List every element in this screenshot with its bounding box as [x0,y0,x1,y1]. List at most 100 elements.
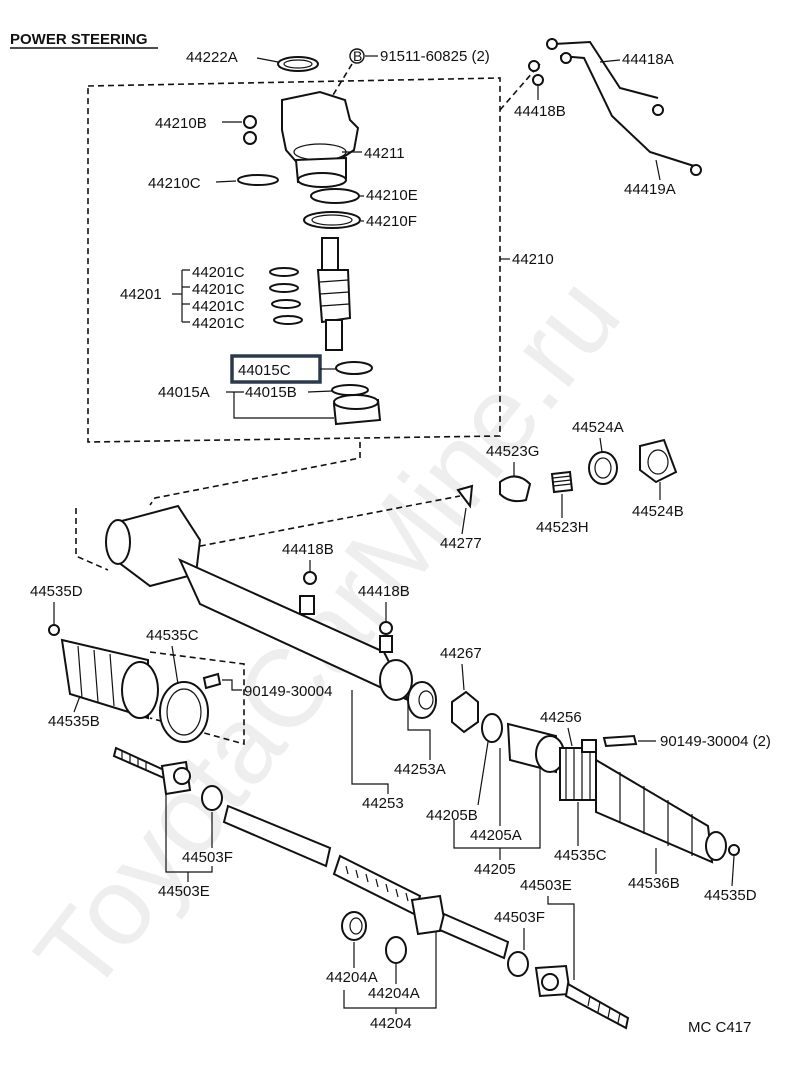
clamp-44535c-left [159,681,209,743]
spring-44523h-coils [552,475,572,487]
leader-44256 [567,727,573,747]
label-44503e-left: 44503E [158,883,210,900]
rack-housing-port-1 [299,595,315,615]
leader-44204 [343,932,437,1014]
label-44211: 44211 [364,145,405,162]
label-90149-left: 90149-30004 [244,683,332,700]
nut-44418b-top-2 [532,74,544,86]
cover-44524b [639,438,678,484]
clamp-44535c-right-tab [581,739,597,753]
ring-44210e [310,188,360,204]
label-44277: 44277 [440,535,482,552]
label-44015b: 44015B [245,384,297,401]
screw-90149-right [602,734,638,748]
boot-44536b-end [705,831,727,861]
oring-44204a-2 [385,936,407,964]
leader-44418a [599,59,621,63]
pinion-valve-44201 [316,269,352,324]
label-44253: 44253 [362,795,404,812]
tie-rod-end-left-ball [173,767,191,785]
label-44210e: 44210E [366,187,418,204]
label-44419a: 44419A [624,181,676,198]
guide-44523g [499,475,532,503]
label-44210: 44210 [512,251,554,268]
seal-44204a-1-inner [349,917,363,935]
leader-44503e-right [523,896,575,980]
label-44210b: 44210B [155,115,207,132]
leader-44535c-left [171,645,179,685]
boot-44535b-end [121,661,159,719]
nut-44418b-mid2 [379,621,393,635]
assembly-to-housing-dashed-line [149,442,361,506]
leader-44222a [256,57,279,63]
cover-44524b-hole [647,449,669,475]
label-44015a: 44015A [158,384,210,401]
leader-44277 [461,507,467,535]
label-44201c-2: 44201C [192,281,245,298]
label-44503e-right: 44503E [520,877,572,894]
locknut-44503f-right [507,951,529,977]
leader-44535b [73,695,81,713]
label-44535b: 44535B [48,713,100,730]
rack-shaft-44204 [222,804,332,868]
leader-44201-bracket [172,269,190,323]
bearing-44210f-inner [311,214,353,226]
seal-ring-44201c-4 [273,315,303,325]
oring-44015b [331,384,369,396]
locknut-44503f-left [201,785,223,811]
pipe-44419a [559,55,695,167]
label-44524a: 44524A [572,419,624,436]
tie-rod-end-threaded-right [564,982,630,1030]
tie-rod-end-threads-left [121,751,147,770]
rack-housing-port-2 [379,635,393,653]
leader-44253 [351,690,389,794]
label-44210f: 44210F [366,213,417,230]
leader-44210c [215,180,237,183]
pipe-44419a-fitting [560,52,572,64]
label-44201c-1: 44201C [192,264,245,281]
figure-code: MC C417 [688,1019,751,1036]
label-44204: 44204 [370,1015,412,1032]
clamp-44535c-right-ribs [565,748,591,800]
clip-44535d-right [728,844,740,856]
pipe-44418a-fitting-end [652,104,664,116]
part-44277-dashed-line [189,495,461,549]
seal-44015c [335,361,373,375]
nut-44210b-2 [243,131,257,145]
label-44253a: 44253A [394,761,446,778]
label-44535c-left: 44535C [146,627,199,644]
label-44204a-1: 44204A [326,969,378,986]
pipe-44418a-fitting [546,38,558,50]
label-44205b: 44205B [426,807,478,824]
label-44015c: 44015C [238,362,291,379]
bolt-dashed-line [329,63,353,101]
plug-44253a [407,681,437,719]
rack-housing-mount-end [105,519,131,565]
seal-ring-44201c-1 [269,267,299,277]
label-44418b-mid1: 44418B [282,541,334,558]
label-44418a: 44418A [622,51,674,68]
rack-housing-end [379,659,413,701]
boot-44536b [595,758,714,864]
label-44201c-3: 44201C [192,298,245,315]
housing-44211 [281,90,360,168]
label-44535c-right: 44535C [554,847,607,864]
clamp-44535c-left-inner [166,688,202,736]
pinion-valve-grooves [319,279,350,307]
rack-teeth-marks [345,865,409,902]
clip-44535d-left [48,624,60,636]
bearing-plug-44015a-top [333,394,379,410]
leader-44015b [307,390,333,393]
plug-44253a-inner [418,690,434,710]
label-44256: 44256 [540,709,582,726]
label-44205: 44205 [474,861,516,878]
part-44277 [456,484,474,509]
tie-rod-end-right-ball [541,973,559,991]
leader-44524a [599,437,603,453]
label-44523g: 44523G [486,443,539,460]
leader-44419a [655,159,661,181]
oring-44210c [237,174,279,186]
label-44222a: 44222A [186,49,238,66]
label-44205a: 44205A [470,827,522,844]
